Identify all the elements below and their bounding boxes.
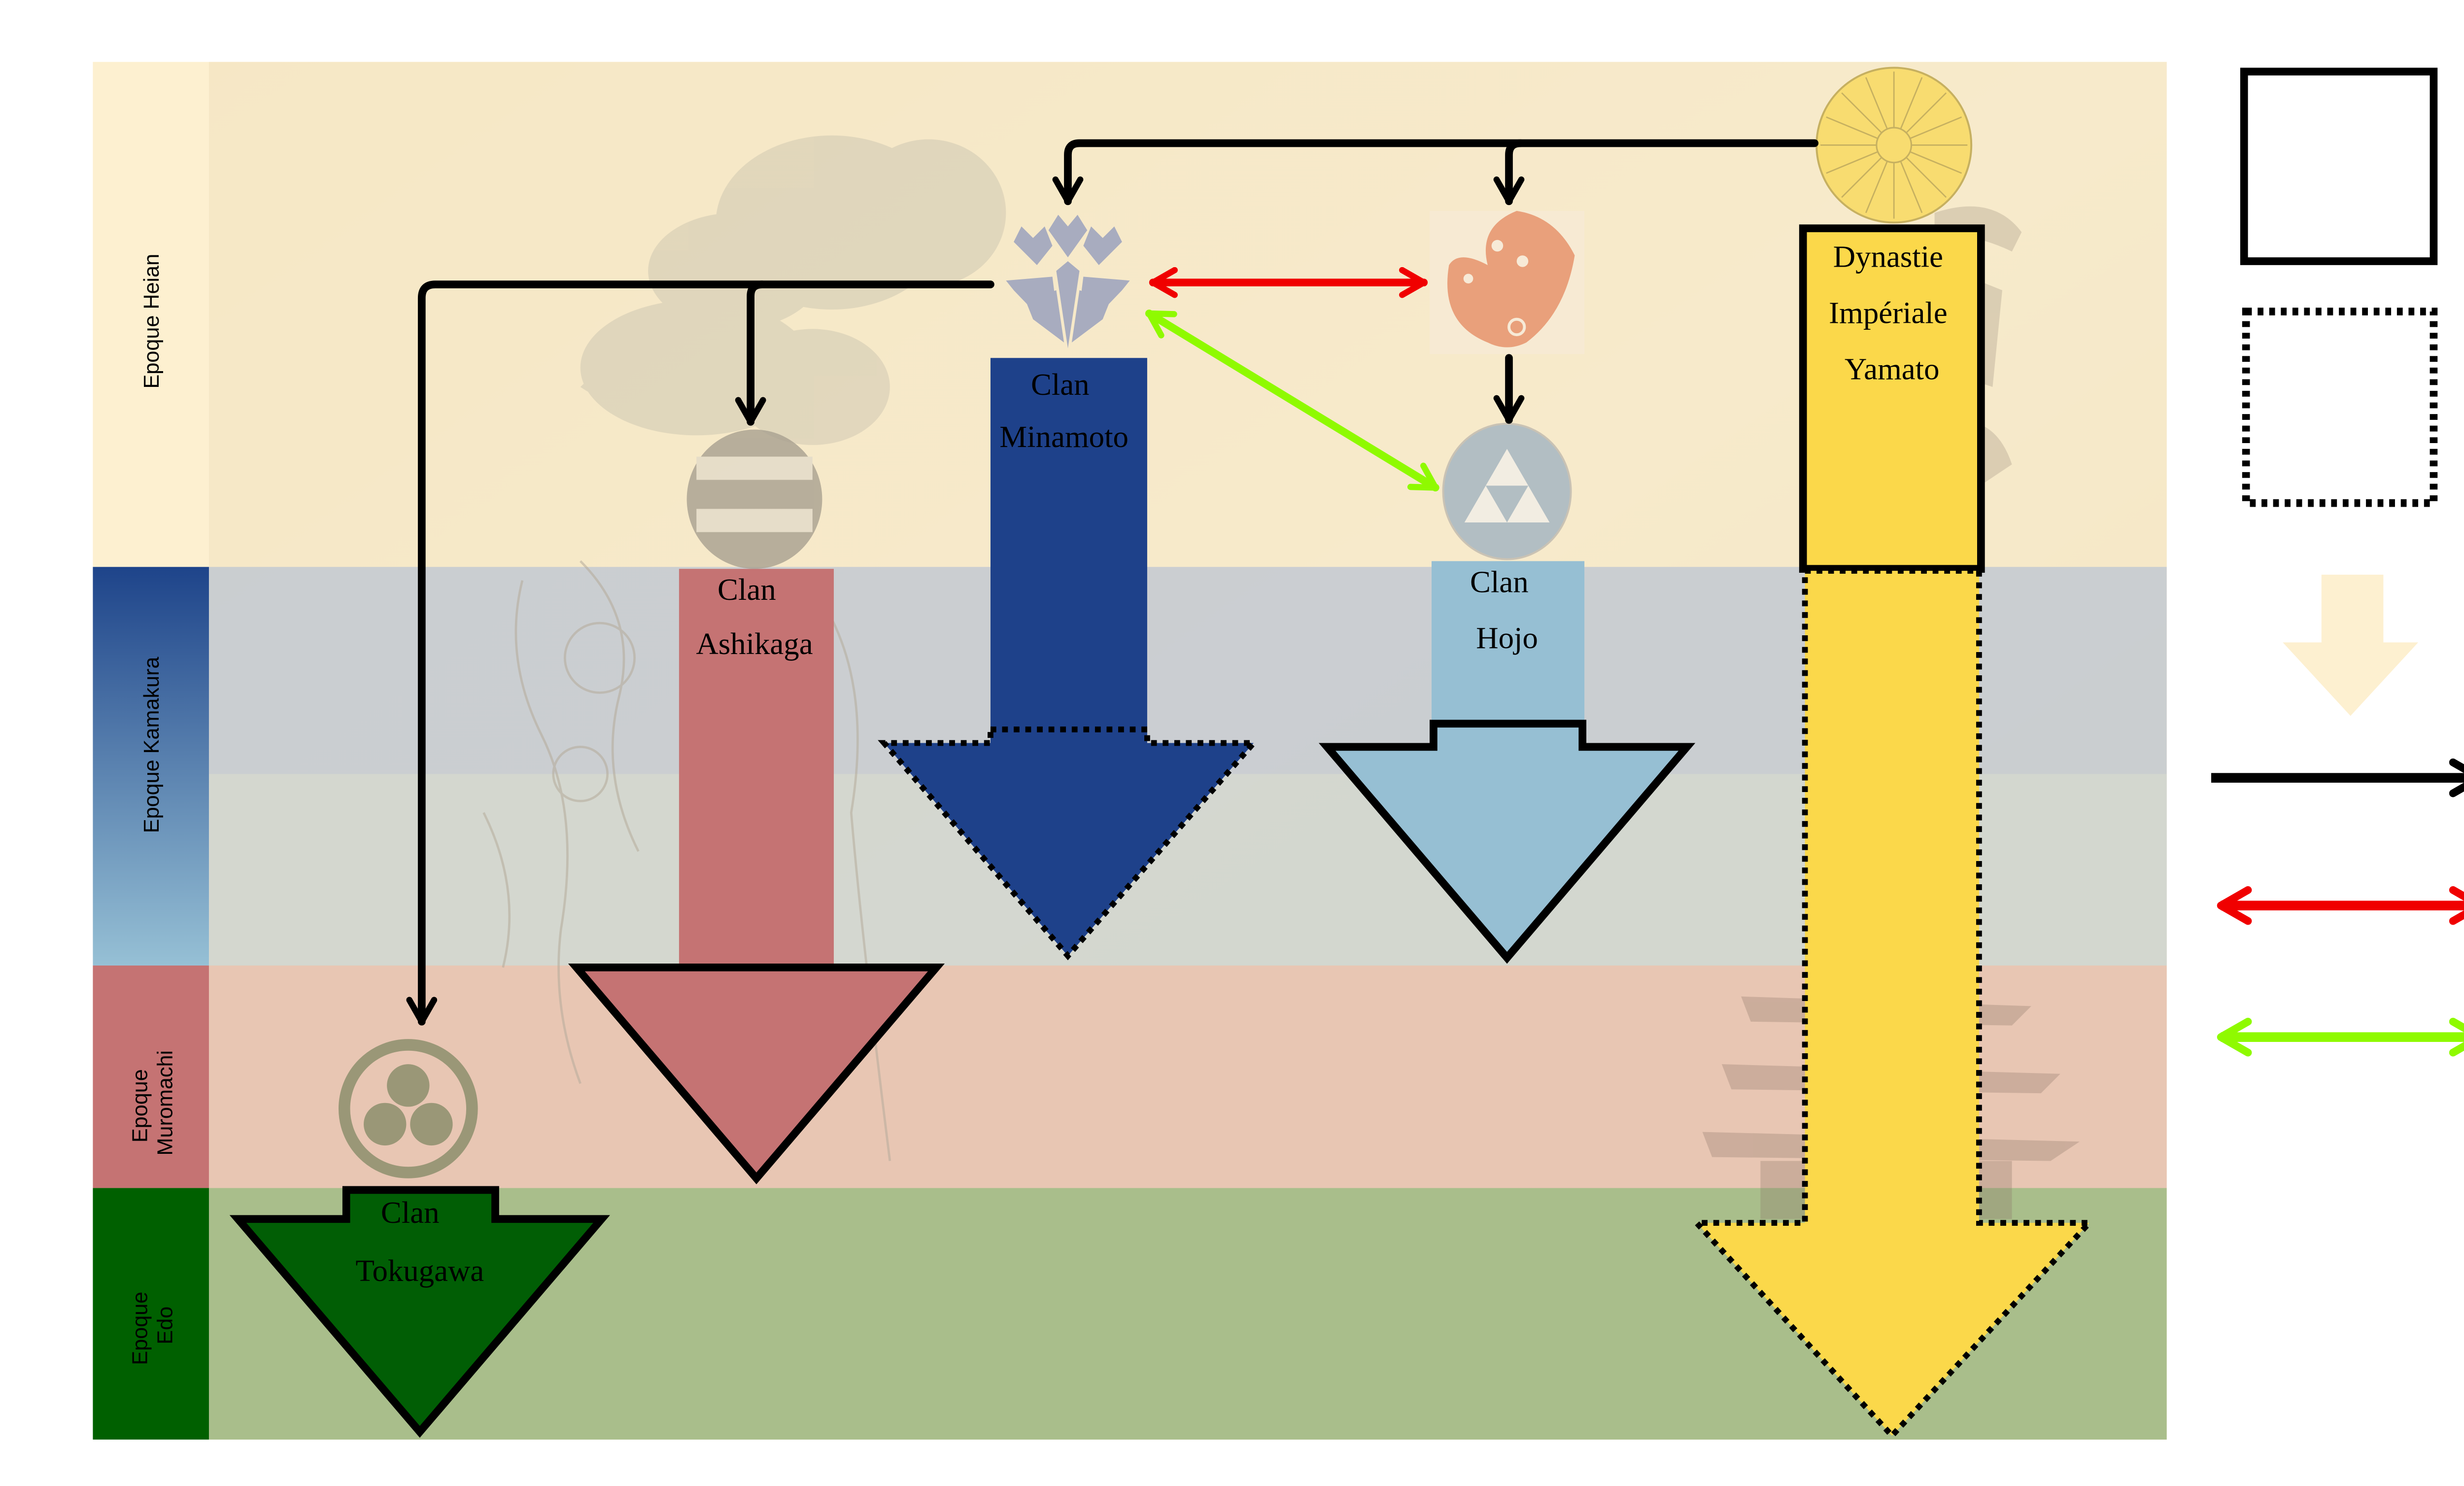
clan-tokugawa[interactable]: Clan Tokugawa (229, 1039, 610, 1438)
yamato-principal-box (1799, 224, 1985, 573)
legend-secondary: Pouvoir secondaire (2242, 308, 2438, 507)
affiliation-yamato-minamoto (1052, 139, 1819, 206)
tokugawa-principal-arrow (229, 1186, 610, 1438)
minamoto-crest-icon (1006, 214, 1130, 348)
minamoto-secondary-arrowhead (878, 726, 1260, 961)
legend-principal: Pouvoir principal (2240, 68, 2438, 265)
legend-principal-swatch (2240, 68, 2438, 265)
ashikaga-crest-icon (686, 429, 822, 569)
affiliation-minamoto-tokugawa (406, 280, 994, 1026)
affiliation-minamoto-ashikaga (735, 280, 766, 426)
tokugawa-label: Clan Tokugawa (356, 1195, 484, 1288)
minamoto-label: Clan Minamoto (999, 367, 1129, 454)
legend: Pouvoir principal Pouvoir secondaire Dyn… (2211, 68, 2464, 1057)
legend-affiliation: relation d’affiliation (2211, 758, 2464, 797)
legend-shogun: relation Shogun/Shiken (Dictateur milita… (2217, 1017, 2464, 1057)
ashikaga-label: Clan Ashikaga (696, 572, 813, 661)
period-labels: Epoque Heian Epoque Kamakura Epoque Muro… (93, 62, 209, 1440)
period-kamakura-label-bg (93, 567, 209, 966)
yamato-secondary-arrow (1690, 568, 2096, 1440)
taira-butterfly-crest-icon (1430, 210, 1585, 354)
period-edo-label: Epoque Edo (128, 1286, 177, 1365)
legend-rivalry: relation de rivalité (2217, 886, 2464, 925)
legend-secondary-swatch (2242, 308, 2438, 507)
hojo-principal-arrowhead (1318, 720, 1696, 964)
clan-ashikaga[interactable]: Clan Ashikaga (568, 429, 945, 1184)
chrysanthemum-crest-icon (1815, 67, 1973, 224)
minamoto-principal-body (990, 358, 1147, 730)
hojo-crest-icon (1442, 422, 1572, 560)
period-heian-label: Epoque Heian (140, 254, 164, 389)
period-muromachi-label-bg (93, 965, 209, 1188)
shogun-shiken-minamoto-hojo (1145, 310, 1439, 492)
clan-minamoto[interactable]: Clan Minamoto (878, 214, 1260, 961)
period-muromachi-label: Epoque Muromachi (128, 1050, 177, 1156)
period-kamakura-label: Epoque Kamakura (140, 657, 164, 833)
affiliation-yamato-taira (1493, 139, 1525, 206)
yamato-label: Dynastie Impériale Yamato (1829, 240, 1955, 386)
dynasty-yamato[interactable]: Dynastie Impériale Yamato (1690, 67, 2096, 1440)
hojo-body (1431, 561, 1585, 724)
period-heian-label-bg (93, 62, 209, 567)
relation-arrows (406, 139, 1819, 1026)
hojo-label: Clan Hojo (1470, 564, 1538, 655)
ashikaga-body (679, 569, 834, 968)
dynasty-arrow-icon (2283, 574, 2419, 716)
legend-dynasty: Dynastie (2283, 574, 2419, 716)
tokugawa-crest-icon (338, 1039, 478, 1178)
clan-hojo[interactable]: Clan Hojo (1318, 422, 1696, 964)
ashikaga-principal-arrowhead (568, 964, 945, 1184)
period-edo-label-bg (93, 1188, 209, 1440)
